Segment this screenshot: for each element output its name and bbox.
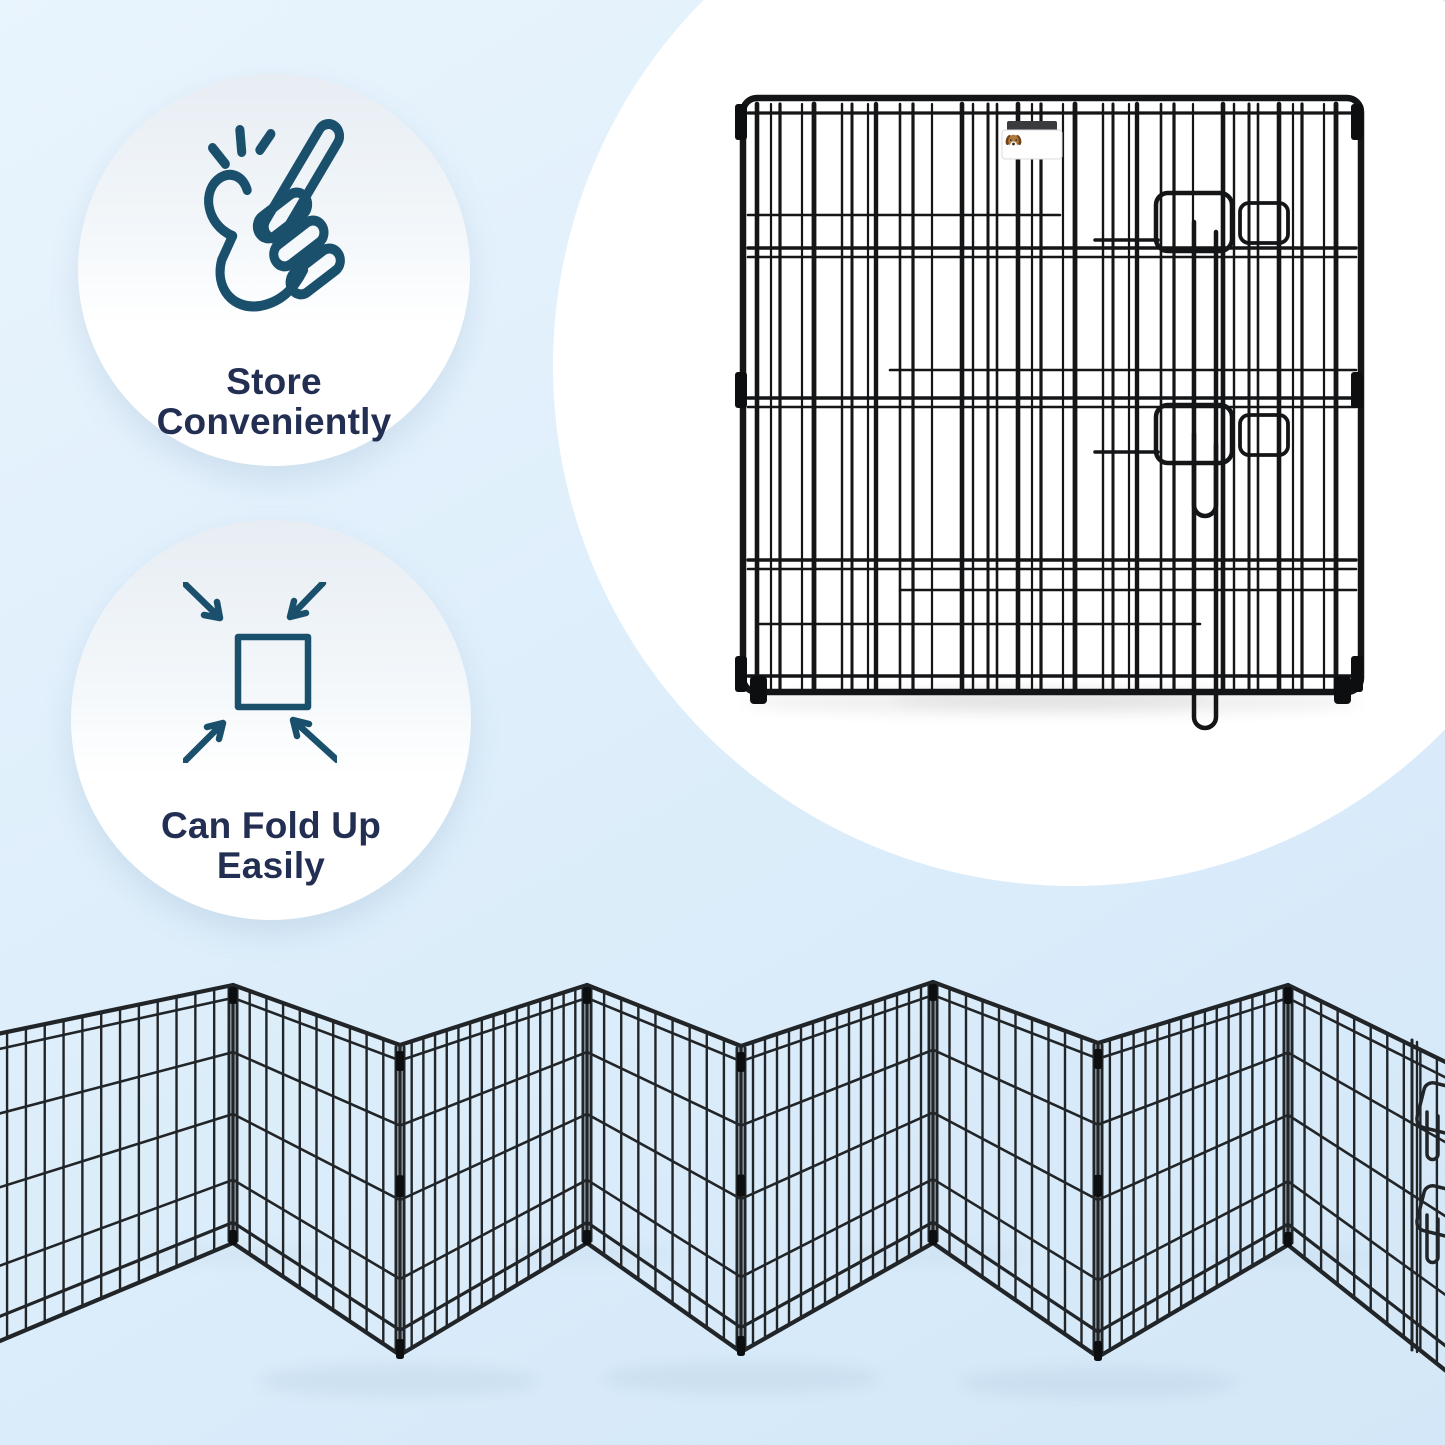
- fold-square: [234, 633, 312, 711]
- folded-finger: [269, 215, 329, 272]
- fence-panel: [397, 982, 590, 1358]
- badge-label: Can Fold Up Easily: [71, 806, 471, 886]
- arrow-sw: [183, 719, 227, 763]
- badge-label-line: Conveniently: [156, 401, 392, 442]
- snap-spark-line: [235, 125, 247, 157]
- door-latches-right-panel: [1410, 1038, 1445, 1354]
- fence-panel: [584, 982, 744, 1355]
- fence-panel: [230, 982, 403, 1358]
- fence-panel: [738, 979, 936, 1355]
- snap-spark-line: [255, 129, 276, 155]
- arrow-ne: [286, 582, 327, 621]
- badge-label-line: Can Fold Up: [160, 805, 382, 846]
- folded-finger: [252, 187, 313, 244]
- arrow-se: [289, 716, 337, 763]
- fence-panel: [930, 979, 1101, 1360]
- feature-badge-store: Store Conveniently: [78, 74, 470, 466]
- badge-label-line: Easily: [216, 845, 326, 886]
- zigzag-fence: [0, 979, 1445, 1399]
- thumb: [204, 169, 252, 241]
- fence-panel: [0, 982, 236, 1344]
- badge-label-line: Store: [226, 361, 322, 402]
- feature-badge-fold: Can Fold Up Easily: [71, 520, 471, 920]
- fence-panel: [1285, 982, 1445, 1373]
- product-spotlight-circle: [553, 0, 1445, 886]
- fence-panel: [1095, 982, 1291, 1360]
- fold-inward-arrows-icon: [183, 582, 337, 763]
- snap-spark-line: [208, 143, 230, 169]
- palm: [215, 231, 309, 312]
- badge-label: Store Conveniently: [78, 362, 470, 442]
- arrow-nw: [183, 582, 224, 622]
- snap-finger-icon: [204, 119, 345, 312]
